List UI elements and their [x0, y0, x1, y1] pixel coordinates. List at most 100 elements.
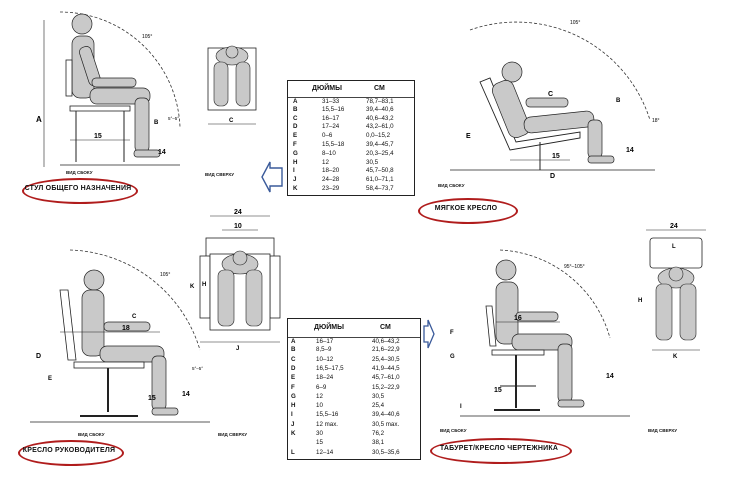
row-cm: 30,5	[366, 158, 379, 166]
row-cm: 45,7–50,8	[366, 167, 394, 175]
svg-text:C: C	[229, 118, 234, 124]
arrow-right-icon	[423, 319, 435, 349]
svg-text:18°: 18°	[652, 118, 660, 124]
row-inches: 16,5–17,5	[316, 364, 344, 372]
svg-text:A: A	[36, 115, 42, 124]
svg-text:14: 14	[182, 391, 190, 398]
svg-text:H: H	[638, 298, 642, 304]
row-cm: 25,4–30,5	[372, 355, 400, 363]
row-cm: 15,2–22,9	[372, 383, 400, 391]
caption-drafting-stool: ТАБУРЕТ/КРЕСЛО ЧЕРТЕЖНИКА	[439, 445, 559, 452]
svg-text:14: 14	[606, 373, 614, 380]
row-cm: 20,3–25,4	[366, 149, 394, 157]
general-chair-side-diagram: A 15 14 105° 5°–5° B	[36, 11, 181, 167]
svg-text:24: 24	[670, 223, 678, 230]
row-key: E	[291, 374, 296, 382]
row-key: I	[293, 167, 295, 175]
svg-text:14: 14	[626, 147, 634, 154]
row-key: F	[291, 383, 295, 391]
svg-text:L: L	[672, 244, 676, 250]
svg-text:105°: 105°	[160, 272, 170, 278]
row-inches: 12	[322, 158, 329, 166]
view-label-side-soft: ВИД СБОКУ	[438, 183, 465, 188]
row-key: K	[293, 185, 298, 192]
table-row: C 10–12 25,4–30,5	[288, 356, 420, 365]
header-cm: СМ	[374, 85, 385, 92]
table-row: B 8,5–9 21,6–22,9	[288, 346, 420, 355]
row-cm: 30,5 max.	[372, 420, 400, 428]
row-key: C	[291, 355, 296, 363]
view-label-top-exec: ВИД СВЕРХУ	[218, 432, 248, 437]
caption-oval-stool	[430, 438, 572, 464]
caption-soft-armchair: МЯГКОЕ КРЕСЛО	[434, 205, 498, 212]
executive-chair-top-diagram: 24 10 J K H	[190, 209, 281, 352]
svg-text:24: 24	[234, 209, 242, 216]
svg-text:16: 16	[514, 315, 522, 322]
row-key: A	[291, 338, 296, 345]
row-inches: 12–14	[316, 448, 334, 456]
row-key: F	[293, 141, 297, 148]
row-key: B	[291, 346, 296, 354]
svg-text:18: 18	[122, 325, 130, 332]
svg-text:5°–5°: 5°–5°	[168, 116, 179, 121]
row-inches: 30	[316, 430, 323, 437]
executive-chair-side-diagram: 105° 5°–5° 18 15 14 D C E	[30, 249, 210, 423]
svg-text:B: B	[154, 120, 159, 126]
row-inches: 15,5–18	[322, 141, 345, 148]
row-cm: 38,1	[372, 439, 385, 447]
row-inches: 15,5–16	[322, 105, 345, 113]
svg-text:15: 15	[494, 387, 502, 394]
row-key: K	[291, 430, 296, 437]
svg-text:G: G	[450, 354, 455, 360]
row-key: G	[293, 149, 298, 157]
svg-text:15: 15	[148, 395, 156, 402]
row-inches: 15,5–16	[316, 411, 339, 419]
row-cm: 0,0–15,2	[366, 132, 391, 140]
drafting-stool-side-diagram: 95°–105° 16 15 14 F G I	[450, 249, 630, 417]
row-cm: 40,6–43,2	[372, 338, 400, 345]
row-inches: 8,5–9	[316, 346, 332, 354]
caption-general-chair: СТУЛ ОБЩЕГО НАЗНАЧЕНИЯ	[24, 185, 132, 192]
row-cm: 76,2	[372, 430, 385, 437]
svg-text:H: H	[202, 282, 206, 288]
svg-text:5°–5°: 5°–5°	[192, 366, 203, 371]
row-inches: 15	[316, 439, 323, 447]
caption-executive-chair: КРЕСЛО РУКОВОДИТЕЛЯ	[22, 447, 116, 454]
row-inches: 0–6	[322, 132, 333, 140]
view-label-top: ВИД СВЕРХУ	[205, 172, 235, 177]
soft-armchair-side-diagram: 105° 18° 15 14 E C D B	[450, 20, 660, 180]
general-chair-top-diagram: C	[207, 45, 257, 125]
svg-text:I: I	[460, 404, 462, 410]
row-inches: 24–28	[322, 176, 340, 184]
row-cm: 39,4–40,6	[366, 105, 394, 113]
row-inches: 12 max.	[316, 420, 339, 428]
caption-oval-soft	[418, 198, 518, 224]
row-inches: 10–12	[316, 355, 334, 363]
row-inches: 6–9	[316, 383, 327, 391]
table-row: 15 38,1	[288, 439, 420, 448]
view-label-top-stool: ВИД СВЕРХУ	[648, 428, 678, 433]
svg-text:14: 14	[158, 149, 166, 156]
row-key: G	[291, 392, 296, 400]
row-cm: 39,4–40,6	[372, 411, 400, 419]
row-cm: 41,9–44,5	[372, 364, 400, 372]
row-inches: 17–24	[322, 123, 340, 131]
svg-text:J: J	[236, 346, 239, 352]
row-cm: 21,6–22,9	[372, 346, 400, 354]
row-key: D	[291, 364, 296, 372]
row-inches: 23–29	[322, 185, 340, 192]
drafting-stool-top-diagram: 24 L K H	[638, 223, 706, 360]
row-key: J	[293, 176, 297, 184]
row-inches: 16–17	[316, 338, 334, 345]
